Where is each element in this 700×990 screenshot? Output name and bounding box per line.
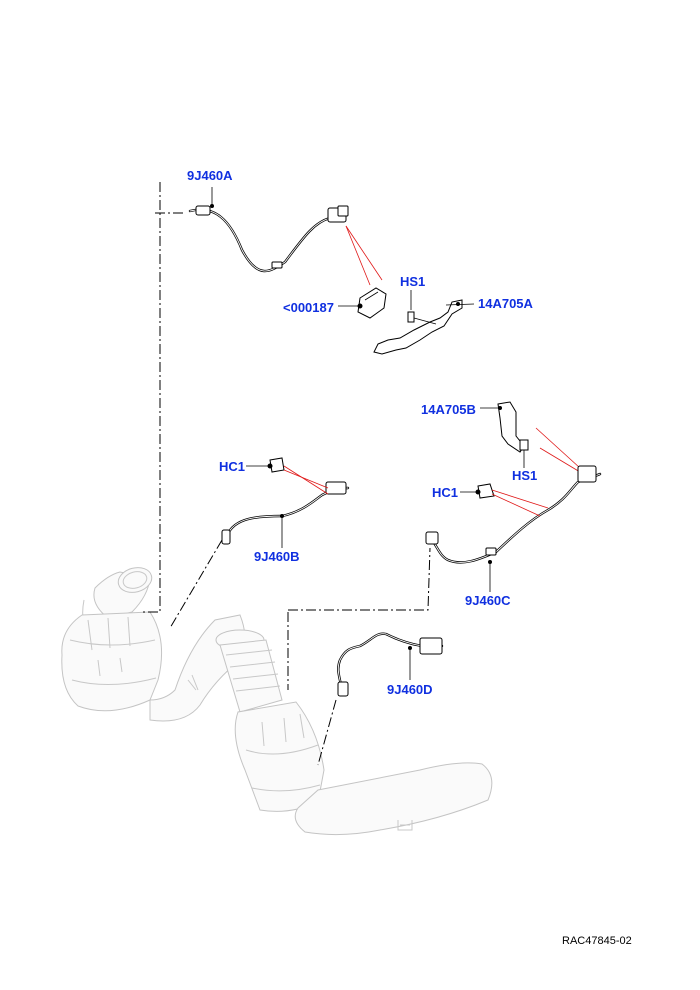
callout-labels: 9J460A HS1 14A705A <000187 14A705B HS1 H… (187, 168, 537, 697)
turbo-inlet-pipe (82, 567, 153, 636)
callout-000187: <000187 (283, 300, 334, 315)
locator-lines (140, 182, 431, 766)
callout-14a705a: 14A705A (478, 296, 534, 311)
sensor-9j460d (337, 632, 444, 697)
sensor-9j460a (188, 187, 349, 273)
clip-000187 (338, 225, 387, 319)
exhaust-system-ghost (61, 567, 493, 836)
right-catalytic-converter (215, 629, 325, 812)
figure-reference-code: RAC47845-02 (562, 935, 632, 947)
callout-hc1-right: HC1 (432, 485, 458, 500)
callout-hs1-bottom: HS1 (512, 468, 537, 483)
downpipe (191, 674, 493, 836)
bracket-14a705b (480, 401, 581, 473)
callout-14a705b: 14A705B (421, 402, 476, 417)
sensor-9j460b (221, 457, 350, 548)
callout-hc1-left: HC1 (219, 459, 245, 474)
callout-hs1-top: HS1 (400, 274, 425, 289)
callout-9j460b: 9J460B (254, 549, 300, 564)
callout-9j460a: 9J460A (187, 168, 233, 183)
left-catalytic-converter (61, 611, 163, 712)
callout-9j460c: 9J460C (465, 593, 511, 608)
callout-9j460d: 9J460D (387, 682, 433, 697)
bracket-14a705a (373, 290, 475, 355)
sensor-9j460c (425, 465, 602, 592)
